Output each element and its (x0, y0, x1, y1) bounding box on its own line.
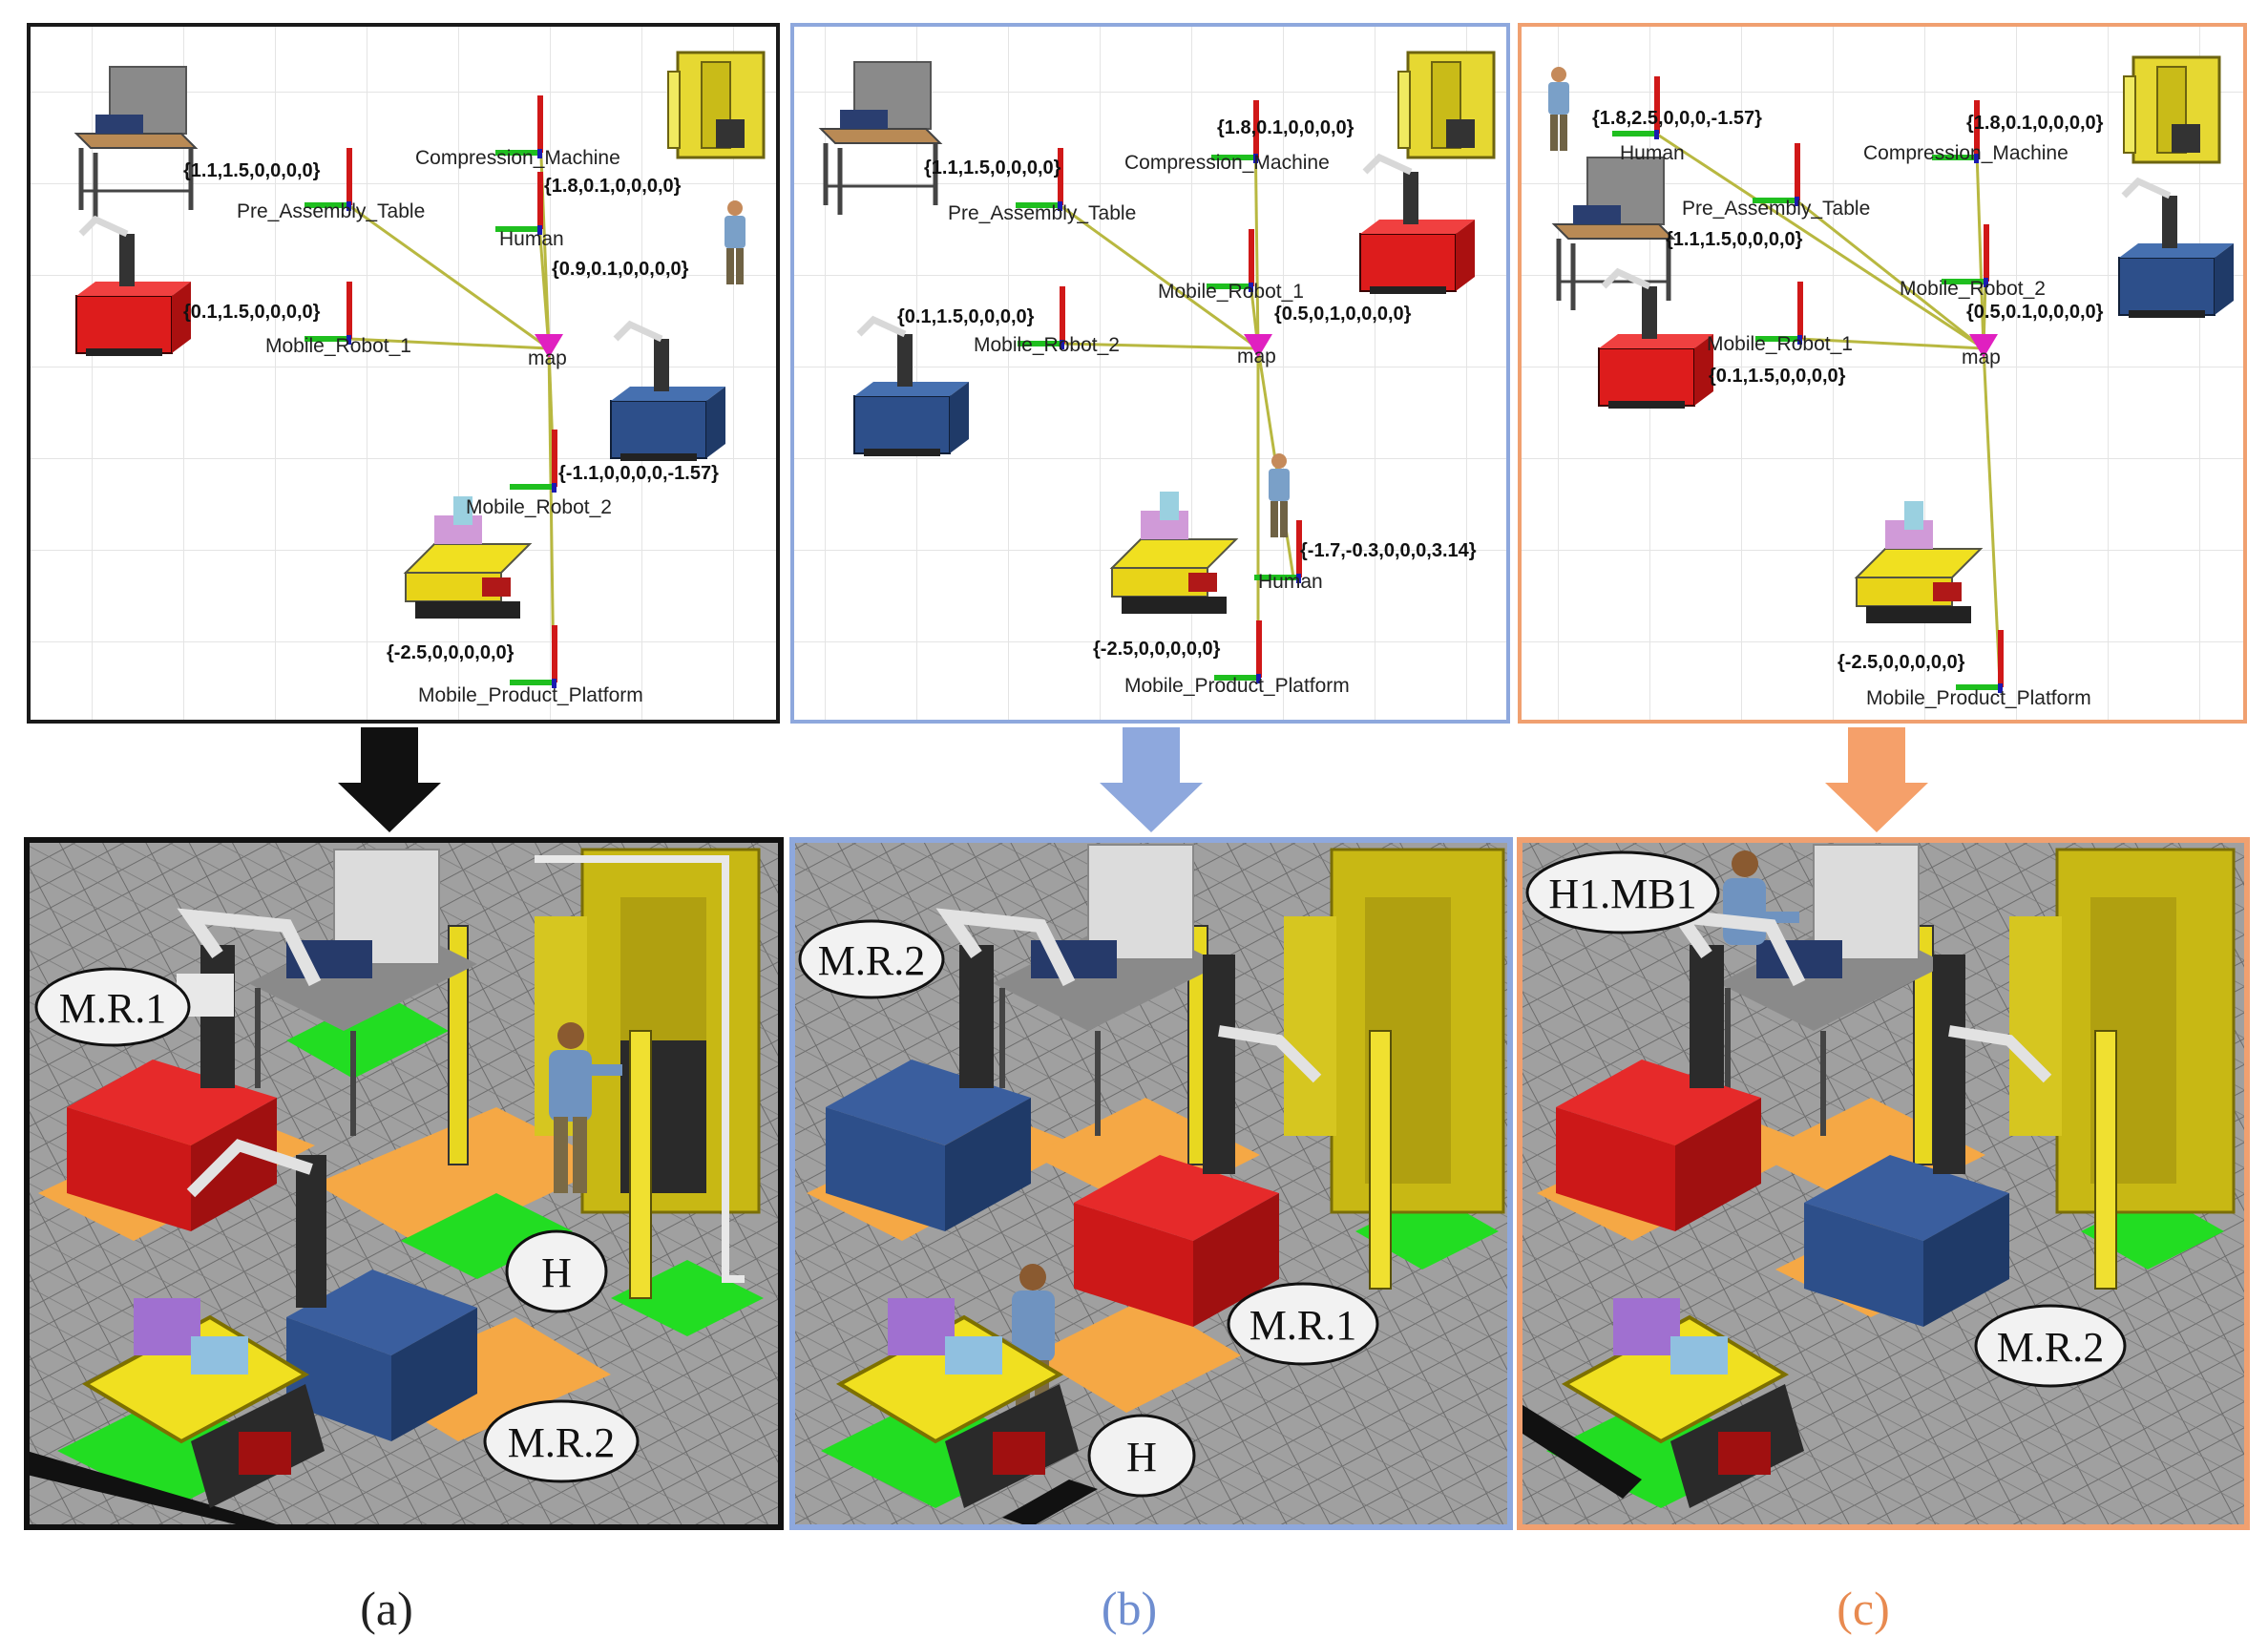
map-marker (535, 334, 563, 358)
coord-mobile-robot-left: {0.1,1.5,0,0,0,0} (183, 302, 321, 323)
frame-label-map: map (1237, 346, 1276, 367)
svg-text:H: H (541, 1249, 572, 1296)
frame-label-mobile-robot-left: Mobile_Robot_1 (265, 335, 411, 357)
frame-label-map: map (1962, 346, 2001, 368)
panel-a-3d-frame (24, 837, 784, 1530)
svg-text:M.R.2: M.R.2 (508, 1419, 615, 1466)
frame-label-mobile-robot-bottom: Mobile_Robot_2 (466, 496, 612, 518)
panel-c-3d-frame (1517, 837, 2250, 1530)
svg-text:M.R.1: M.R.1 (1250, 1302, 1356, 1349)
arrow-down-b (1100, 727, 1203, 832)
bubble-mr1: M.R.1 (34, 967, 191, 1047)
map-marker (1244, 334, 1272, 358)
frame-label-human: Human (499, 228, 564, 250)
compression-machine-3d (1187, 848, 1505, 1290)
bubble-h: H (1087, 1414, 1196, 1498)
mobile-product-platform-3d (1561, 1298, 1804, 1508)
coord-pre-assembly: {1.1,1.5,0,0,0,0} (924, 157, 1061, 178)
frame-label-platform: Mobile_Product_Platform (1866, 687, 2091, 709)
panel-b-3d-scene: M.R.2 M.R.1 H (789, 837, 1513, 1530)
coord-compression: {1.8,0.1,0,0,0,0} (1217, 117, 1354, 138)
human-3d (549, 1022, 622, 1193)
frame-label-pre-assembly: Pre_Assembly_Table (1682, 198, 1870, 220)
coord-platform: {-2.5,0,0,0,0,0} (387, 642, 514, 663)
mobile-robot-red-3d (1556, 908, 1806, 1231)
coord-mobile-robot-top: {0.5,0,1,0,0,0,0} (1274, 304, 1412, 325)
caption-b: (b) (1102, 1582, 1157, 1635)
map-marker (1969, 334, 1998, 358)
arrow-down-a (338, 727, 441, 832)
arrow-down-c (1825, 727, 1928, 832)
frame-label-mobile-robot-top: Mobile_Robot_1 (1158, 281, 1304, 303)
coord-human: {-1.7,-0.3,0,0,0,3.14} (1300, 540, 1477, 561)
svg-text:M.R.2: M.R.2 (1997, 1324, 2104, 1371)
coord-mobile-robot-right: {0.5,0.1,0,0,0,0} (1966, 302, 2104, 323)
compression-machine-3d (1913, 848, 2236, 1290)
frame-label-mobile-robot-right: Mobile_Robot_2 (1900, 278, 2046, 300)
frame-label-mobile-robot-left: Mobile_Robot_1 (1707, 333, 1853, 355)
pre-assembly-table-3d (993, 844, 1222, 1136)
bubble-mr2: M.R.2 (798, 919, 945, 999)
coord-mobile-robot-left: {0.1,1.5,0,0,0,0} (1709, 366, 1846, 387)
coord-platform: {-2.5,0,0,0,0,0} (1838, 652, 1965, 673)
caption-c: (c) (1837, 1582, 1890, 1635)
compression-machine-icon (2122, 55, 2221, 164)
frame-label-human: Human (1620, 142, 1685, 164)
bubble-h: H (505, 1229, 608, 1313)
frame-label-platform: Mobile_Product_Platform (418, 684, 643, 706)
frame-label-human: Human (1258, 571, 1323, 593)
bubble-mr2: M.R.2 (483, 1399, 640, 1483)
svg-text:H1.MB1: H1.MB1 (1548, 871, 1696, 917)
svg-text:H: H (1126, 1434, 1157, 1480)
frame-label-mobile-robot-left: Mobile_Robot_2 (974, 334, 1120, 356)
mobile-robot-blue-3d (826, 908, 1076, 1231)
compression-machine-icon (666, 51, 766, 159)
coord-mobile-robot-left: {0.1,1.5,0,0,0,0} (897, 306, 1035, 327)
bubble-mr2: M.R.2 (1974, 1304, 2127, 1388)
pre-assembly-table-3d (1718, 844, 1947, 1136)
panel-b-3d-frame (789, 837, 1513, 1530)
frame-label-pre-assembly: Pre_Assembly_Table (948, 202, 1136, 224)
coord-human: {0.9,0.1,0,0,0,0} (552, 259, 689, 280)
coord-pre-assembly: {1.1,1.5,0,0,0,0} (183, 160, 321, 181)
frame-label-compression: Compression_Machine (1863, 142, 2068, 164)
caption-a: (a) (360, 1582, 413, 1635)
mobile-robot-red-3d (67, 908, 322, 1231)
panel-a-tf-view: Compression_Machine Pre_Assembly_Table H… (27, 23, 780, 724)
coord-platform: {-2.5,0,0,0,0,0} (1093, 639, 1221, 660)
panel-a-3d-scene: M.R.1 H M.R.2 (24, 837, 784, 1530)
mobile-product-platform-3d (835, 1298, 1079, 1508)
compression-machine-3d (448, 848, 761, 1299)
coord-human: {1.8,2.5,0,0,0,-1.57} (1592, 108, 1762, 129)
bubble-h1mb1: H1.MB1 (1525, 850, 1720, 934)
pre-assembly-table-3d (248, 849, 477, 1136)
mobile-robot-red-3d (1074, 955, 1322, 1327)
svg-text:M.R.1: M.R.1 (59, 985, 166, 1032)
coord-mobile-robot-bottom: {-1.1,0,0,0,0,-1.57} (558, 463, 719, 484)
frame-label-compression: Compression_Machine (415, 147, 620, 169)
panel-c-3d-scene: H1.MB1 M.R.2 (1517, 837, 2250, 1530)
mobile-product-platform-3d (81, 1298, 325, 1508)
coord-compression: {1.8,0.1,0,0,0,0} (544, 176, 682, 197)
coord-compression: {1.8,0.1,0,0,0,0} (1966, 113, 2104, 134)
mobile-robot-blue-3d (186, 1139, 477, 1441)
frame-label-map: map (528, 347, 567, 369)
bubble-mr1: M.R.1 (1227, 1282, 1379, 1366)
frame-label-pre-assembly: Pre_Assembly_Table (237, 200, 425, 222)
panel-c-tf-view: Human Compression_Machine Pre_Assembly_T… (1518, 23, 2247, 724)
panel-b-tf-view: Compression_Machine Pre_Assembly_Table M… (790, 23, 1510, 724)
frame-label-platform: Mobile_Product_Platform (1124, 675, 1350, 697)
mobile-robot-blue-3d (1804, 955, 2052, 1327)
compression-machine-icon (1396, 51, 1496, 159)
frame-label-compression: Compression_Machine (1124, 152, 1330, 174)
svg-text:M.R.2: M.R.2 (818, 937, 925, 984)
coord-pre-assembly: {1.1,1.5,0,0,0,0} (1666, 229, 1803, 250)
